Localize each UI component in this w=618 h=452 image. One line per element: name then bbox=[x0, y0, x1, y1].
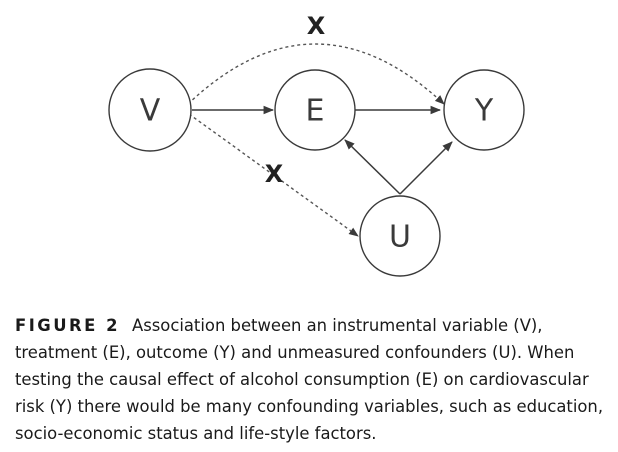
node-y-label: Y bbox=[474, 94, 494, 129]
node-y: Y bbox=[443, 69, 525, 151]
edge-u-to-y bbox=[399, 141, 453, 195]
edge-u-to-e bbox=[344, 139, 401, 195]
node-v: V bbox=[108, 68, 192, 152]
blocked-mark-v-u: X bbox=[265, 160, 284, 188]
edge-v-to-y-dashed bbox=[187, 43, 445, 105]
caption-text: Association between an instrumental vari… bbox=[15, 316, 604, 443]
node-u-label: U bbox=[389, 220, 411, 255]
node-v-label: V bbox=[140, 94, 161, 129]
figure-label: FIGURE 2 bbox=[15, 316, 120, 335]
causal-diagram: X X V E Y U bbox=[108, 12, 525, 277]
blocked-mark-v-y: X bbox=[307, 12, 326, 40]
node-u: U bbox=[359, 195, 441, 277]
node-e: E bbox=[274, 69, 356, 151]
node-e-label: E bbox=[306, 94, 325, 129]
edge-v-to-u-dashed bbox=[188, 113, 359, 237]
